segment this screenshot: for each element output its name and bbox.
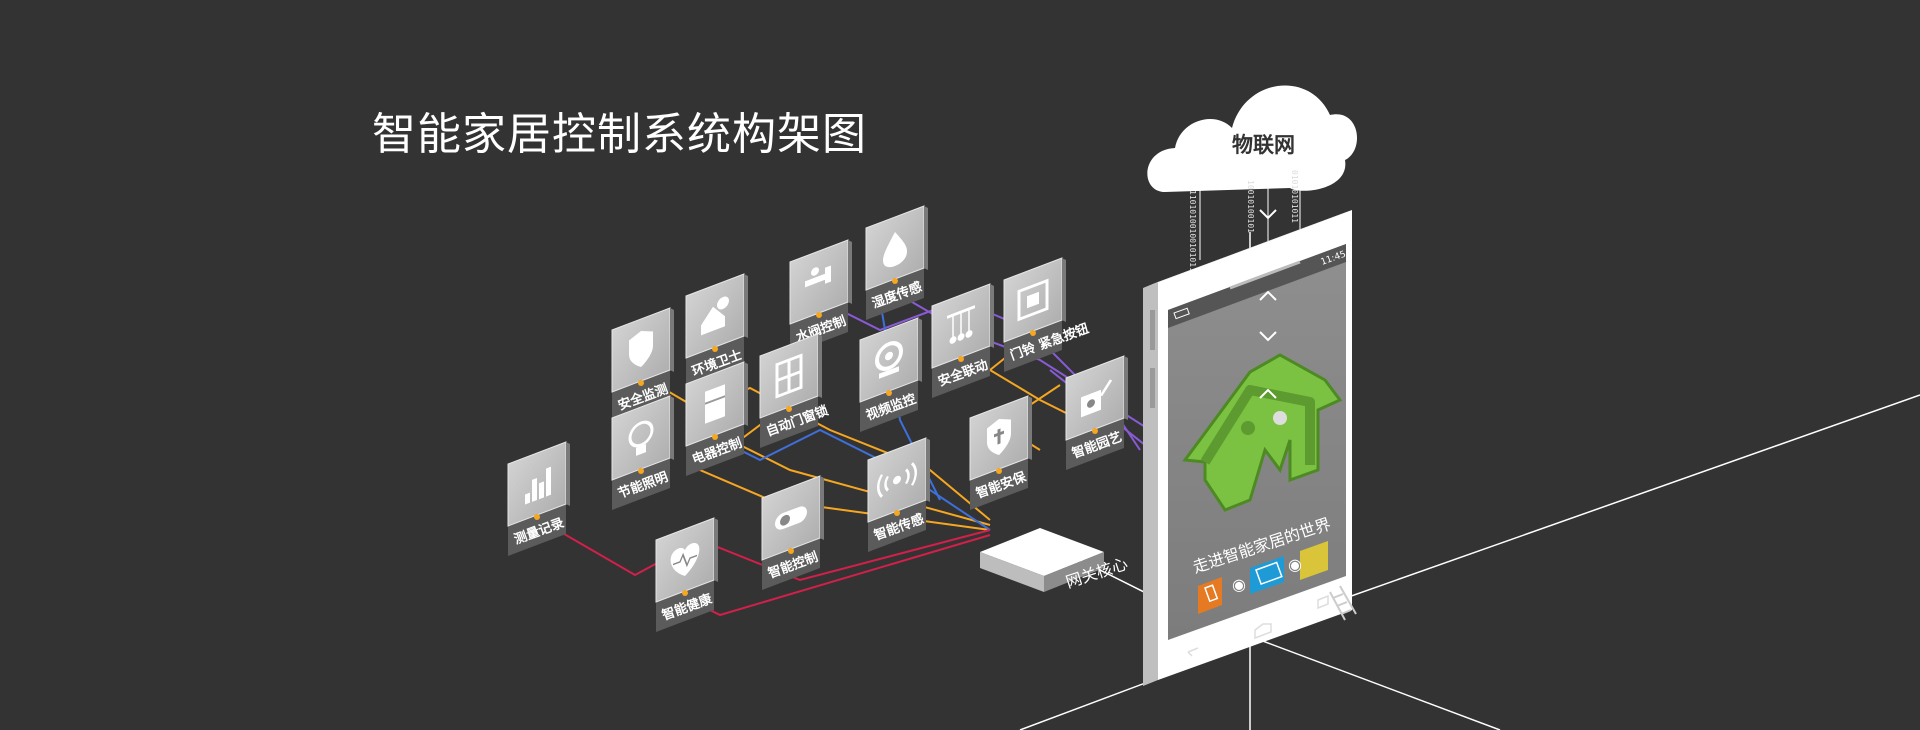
light-bulb-icon [628, 420, 654, 456]
apple-icon [1273, 411, 1287, 425]
tile-garden[interactable]: 智能园艺 [1065, 355, 1128, 470]
door-device-icon [1300, 541, 1328, 580]
fridge-icon [705, 384, 725, 424]
tile-humidity[interactable]: 湿度传感 [865, 205, 928, 320]
battery-icon [1173, 307, 1190, 320]
water-drop-icon [883, 232, 907, 268]
page-title: 智能家居控制系统构架图 [372, 109, 867, 160]
binary-stream-3: 01010101011 [1290, 170, 1299, 223]
tile-appliance[interactable]: 电器控制 [685, 361, 748, 476]
watering-can-icon [1081, 379, 1113, 418]
cloud-label: 物联网 [1232, 133, 1295, 157]
tile-linkage[interactable]: 安全联动 [931, 283, 994, 398]
camera-icon [875, 341, 903, 379]
speaker-grille [1229, 260, 1301, 290]
side-button-1 [1150, 310, 1155, 350]
house-tree-icon [701, 296, 729, 336]
menu-icon [1317, 594, 1329, 610]
side-button-2 [1150, 368, 1155, 408]
shield-cross-icon [987, 419, 1011, 455]
binary-streams: 11010100100101011 10010100101 0101010101… [1188, 170, 1301, 272]
heart-pulse-icon [670, 543, 700, 576]
back-icon [1187, 647, 1199, 657]
data-arrows [1259, 209, 1277, 399]
binary-stream-2: 10010100101 [1246, 180, 1255, 233]
tile-smart-sensor[interactable]: 智能传感 [867, 437, 930, 552]
tile-energy-light[interactable]: 节能照明 [611, 395, 674, 510]
tile-smart-control[interactable]: 智能控制 [761, 475, 824, 590]
wifi-icon-1: ◉ [1232, 575, 1246, 594]
tile-smart-security[interactable]: 智能安保 [969, 395, 1032, 510]
ladder-icon [1329, 585, 1357, 621]
mobile-device-icon [1198, 577, 1222, 614]
tile-video[interactable]: 视频监控 [859, 317, 922, 432]
toggle-icon [775, 506, 807, 530]
status-bar [1168, 244, 1346, 328]
phone-nav-bar [1187, 594, 1329, 657]
house-icon [1182, 353, 1343, 512]
window-icon [775, 353, 803, 399]
button-icon [1017, 278, 1049, 322]
tile-doorbell[interactable]: 门铃 紧急按钮 [1003, 257, 1091, 372]
bar-chart-icon [525, 466, 551, 505]
tile-measure[interactable]: 测量记录 [507, 441, 570, 556]
cloud: 物联网 [1147, 85, 1357, 192]
signal-icon [877, 462, 917, 498]
tile-auto-door[interactable]: 自动门窗锁 [759, 333, 830, 448]
android-icon [1241, 421, 1255, 435]
pendulum-icon [947, 305, 975, 344]
home-icon [1254, 623, 1272, 640]
wifi-icon-2: ◉ [1288, 555, 1302, 574]
tablet-device-icon [1250, 556, 1284, 594]
smartphone: 11:45 走进智能家居的世界 ◉ ◉ [1143, 209, 1357, 686]
binary-stream-1: 11010100100101011 [1188, 190, 1197, 272]
device-row: ◉ ◉ [1198, 541, 1328, 614]
tile-group: 安全监测环境卫士水阀控制湿度传感节能照明电器控制自动门窗锁视频监控安全联动门铃 … [507, 205, 1128, 632]
gateway-core[interactable]: 网关核心 [980, 528, 1130, 592]
shield-icon [629, 331, 653, 367]
tile-health[interactable]: 智能健康 [655, 517, 718, 632]
